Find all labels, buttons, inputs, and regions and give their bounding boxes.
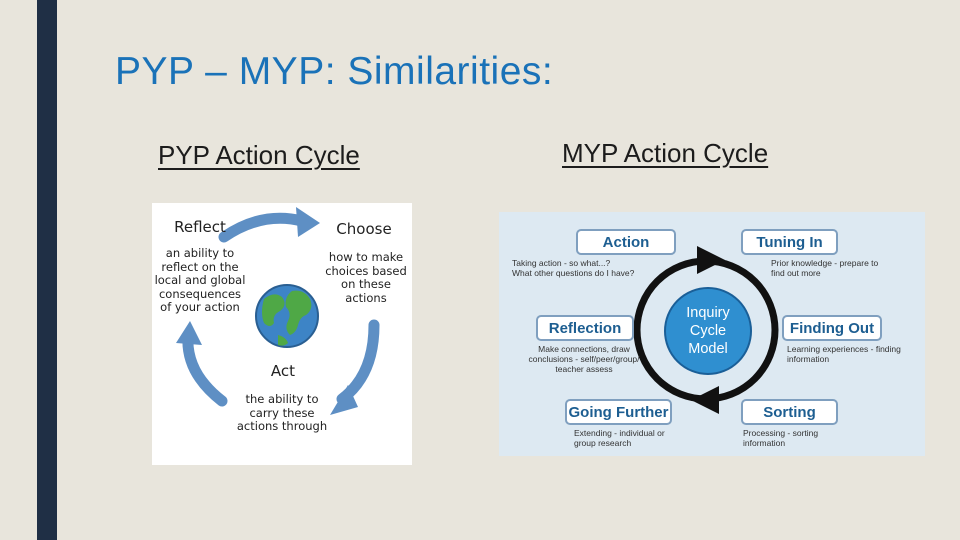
myp-going-further-desc: Extending - individual or group research: [574, 428, 694, 448]
pyp-heading: PYP Action Cycle: [158, 140, 360, 171]
myp-reflection-desc: Make connections, draw conclusions - sel…: [509, 344, 659, 375]
myp-sorting-desc: Processing - sorting information: [743, 428, 863, 448]
myp-finding-out-desc: Learning experiences - finding informati…: [787, 344, 922, 364]
pyp-act-text: the ability to carry these actions throu…: [236, 393, 328, 434]
pyp-choose-text: how to make choices based on these actio…: [320, 251, 412, 305]
myp-going-further-box: Going Further: [565, 399, 672, 425]
slide-title: PYP – MYP: Similarities:: [115, 50, 553, 94]
arrowhead-choose: [296, 207, 320, 237]
myp-cycle-diagram: Inquiry Cycle Model Action Taking action…: [499, 212, 925, 456]
myp-finding-out-box: Finding Out: [782, 315, 882, 341]
pyp-cycle-diagram: Reflect an ability to reflect on the loc…: [152, 203, 412, 465]
pyp-reflect-text: an ability to reflect on the local and g…: [154, 247, 246, 315]
myp-sorting-box: Sorting: [741, 399, 838, 425]
arrow-top-right-icon: [697, 246, 725, 274]
pyp-act-title: Act: [248, 363, 318, 381]
myp-action-box: Action: [576, 229, 676, 255]
inquiry-cycle-center: Inquiry Cycle Model: [664, 287, 752, 375]
myp-reflection-box: Reflection: [536, 315, 634, 341]
sidebar-bar: [37, 0, 57, 540]
arrowhead-reflect: [176, 321, 202, 345]
pyp-reflect-title: Reflect: [160, 219, 240, 237]
arrow-bottom-left-icon: [691, 386, 719, 414]
pyp-choose-title: Choose: [324, 221, 404, 239]
globe-icon: [256, 285, 318, 347]
myp-tuning-in-box: Tuning In: [741, 229, 838, 255]
arrow-act-to-reflect: [188, 337, 222, 401]
myp-tuning-in-desc: Prior knowledge - prepare to find out mo…: [771, 258, 921, 278]
myp-heading: MYP Action Cycle: [562, 138, 768, 169]
myp-action-desc: Taking action - so what...? What other q…: [512, 258, 672, 278]
